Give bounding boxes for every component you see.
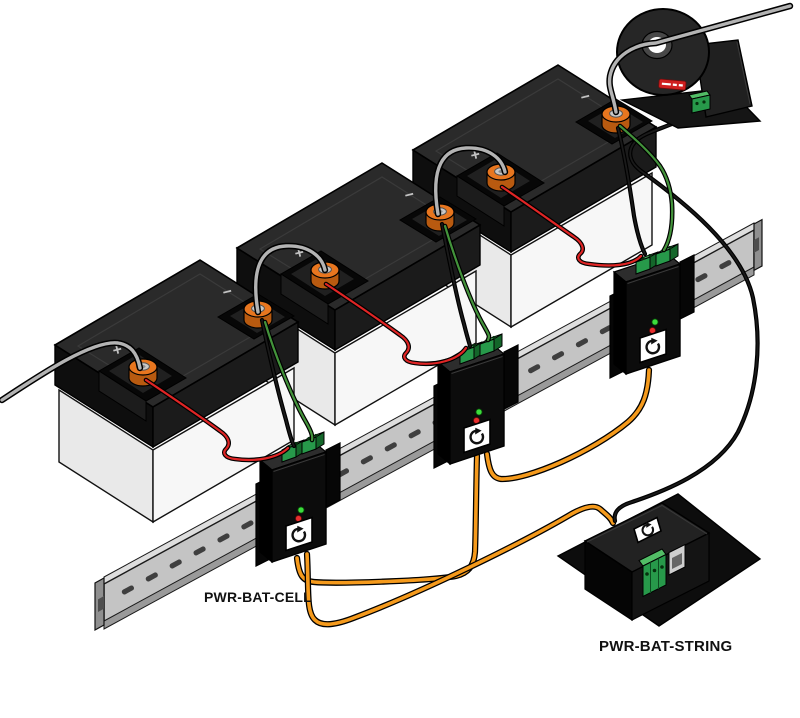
string-controller-label: PWR-BAT-STRING: [599, 638, 732, 655]
cell-module-label: PWR-BAT-CELL: [204, 589, 312, 605]
rail-end-cap-left: [94, 576, 105, 632]
rail-slot: [121, 585, 134, 595]
ct-warning-label: [658, 78, 687, 91]
rail-slot: [241, 520, 254, 530]
rail-slot: [145, 572, 158, 582]
rail-slot: [528, 364, 541, 374]
rj45-port: [668, 543, 686, 576]
rail-slot: [695, 273, 708, 283]
rail-slot: [360, 455, 373, 465]
rail-slot: [599, 325, 612, 335]
rail-slot: [408, 429, 421, 439]
string-controller: [556, 493, 762, 627]
rail-end-cap-right: [753, 218, 763, 272]
rail-slot: [719, 260, 732, 270]
rail-slot: [575, 338, 589, 348]
rail-slot: [384, 442, 397, 452]
controller-terminal-block: [638, 548, 667, 598]
controller-brand-logo: [633, 516, 662, 544]
rail-slot: [193, 546, 206, 556]
current-transformer: [616, 8, 762, 129]
ct-terminal-block: [688, 90, 711, 114]
rail-slot: [551, 351, 565, 361]
rail-slot: [169, 559, 182, 569]
rail-slot: [217, 533, 230, 543]
bus-wire-module1-controller: [307, 507, 613, 625]
